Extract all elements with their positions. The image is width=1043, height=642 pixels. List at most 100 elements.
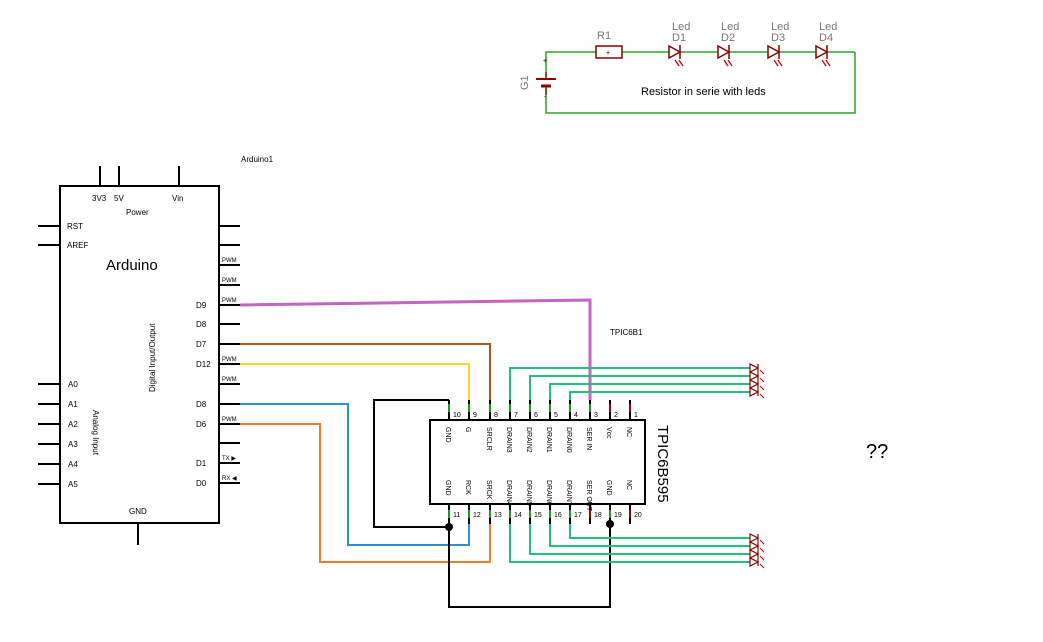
ic-pin-name: Vcc <box>605 427 612 439</box>
resistor-label: R1 <box>597 30 611 42</box>
battery-label: G1 <box>519 75 531 90</box>
circuit-wire <box>545 52 856 114</box>
ic-pin-number: 8 <box>494 412 498 419</box>
ic-pin-number: 14 <box>514 512 522 519</box>
pin-a2: A2 <box>68 420 78 429</box>
ic-pin-name: DRAIN3 <box>505 427 512 453</box>
ic-pin-number: 1 <box>634 412 638 419</box>
pin-a3: A3 <box>68 440 78 449</box>
pin-tag: RX ◀ <box>222 476 237 482</box>
ic-pin-name: DRAIN5 <box>525 480 532 506</box>
pin-d8: D8 <box>196 320 207 329</box>
wire-d6-srck <box>240 423 491 563</box>
wire-d8-rck <box>240 403 470 546</box>
ic-pin-name: NC <box>625 427 632 437</box>
pin-tag: PWM <box>222 298 237 304</box>
question-note: ?? <box>866 441 888 463</box>
pin-a1: A1 <box>68 400 78 409</box>
wire-drain-top <box>529 375 750 400</box>
led-array-bottom <box>749 533 765 569</box>
ic-pin-number: 11 <box>453 512 460 519</box>
pin-tag: PWM <box>222 377 237 383</box>
power-pin-vin: Vin <box>172 194 183 203</box>
led-type-label: Led <box>819 21 837 33</box>
wire-gnd-bottom <box>448 524 611 608</box>
pin-d6: D6 <box>196 420 207 429</box>
ic-pin-name: SER IN <box>585 427 592 450</box>
ic-pin-name: GND <box>605 480 612 496</box>
ic-pin-name: DRAIN2 <box>525 427 532 453</box>
pin-tag: TX ▶ <box>222 456 236 462</box>
battery-plus: + <box>543 58 547 65</box>
led-name-label: D4 <box>819 32 833 44</box>
led-array-top <box>749 363 765 399</box>
ic-pin-name: SRCK <box>485 480 492 500</box>
arduino-board: Arduino1 3V3 5V Vin Power RST AREF Ardui… <box>38 155 274 545</box>
ic-pin-number: 18 <box>594 512 602 519</box>
wire-drain-top <box>509 367 750 400</box>
pin-tag: PWM <box>222 258 237 264</box>
ic-pin-name: SER OUT <box>585 480 592 512</box>
pin-a5: A5 <box>68 480 78 489</box>
shift-register-body <box>429 419 646 505</box>
ic-pin-name: DRAIN4 <box>505 480 512 506</box>
svg-text:+: + <box>606 50 610 57</box>
shift-register-part: TPIC6B595 <box>654 425 671 503</box>
shift-register-instance: TPIC6B1 <box>610 328 643 337</box>
pin-d12: D12 <box>196 360 211 369</box>
ic-pin-name: DRAIN1 <box>545 427 552 453</box>
power-pin-3v3: 3V3 <box>92 194 107 203</box>
pin-d7: D7 <box>196 340 207 349</box>
wire-drain-bottom <box>529 524 750 555</box>
ic-pin-name: RCK <box>464 480 471 495</box>
pin-rst: RST <box>67 222 83 231</box>
pin-d1: D1 <box>196 459 207 468</box>
ic-pin-number: 7 <box>514 412 518 419</box>
pin-d9: D9 <box>196 301 207 310</box>
led-type-label: Led <box>721 21 739 33</box>
digital-io-label: Digital Input/Output <box>148 323 157 392</box>
wire-drain-bottom <box>569 524 750 539</box>
ic-pin-name: GND <box>444 427 451 443</box>
led-name-label: D2 <box>721 32 735 44</box>
led-type-label: Led <box>672 21 690 33</box>
pin-aref: AREF <box>67 241 88 250</box>
pin-tag: PWM <box>222 357 237 363</box>
wire-drain-bottom <box>509 524 750 563</box>
ic-pin-number: 16 <box>554 512 562 519</box>
pin-a0: A0 <box>68 380 78 389</box>
ic-pin-number: 17 <box>574 512 582 519</box>
arduino-title: Arduino <box>106 257 158 274</box>
analog-input-label: Analog Input <box>91 410 100 456</box>
ic-pin-number: 9 <box>473 412 477 419</box>
wire-gnd-loop <box>373 399 449 528</box>
wire-drain-top <box>549 383 750 400</box>
power-pin-5v: 5V <box>114 194 124 203</box>
ic-pin-name: DRAIN0 <box>565 427 572 453</box>
pin-tag: PWM <box>222 278 237 284</box>
battery-minus: - <box>544 94 547 101</box>
arduino-instance-label: Arduino1 <box>241 155 274 164</box>
power-label: Power <box>126 208 149 217</box>
ic-pin-number: 10 <box>453 412 461 419</box>
arduino-gnd-label: GND <box>129 507 147 516</box>
pin-d0: D0 <box>196 479 207 488</box>
pin-d8: D8 <box>196 400 207 409</box>
ic-pin-number: 20 <box>634 512 642 519</box>
shift-register: TPIC6B1 10GND9G8SRCLR7DRAIN36DRAIN25DRAI… <box>429 328 671 524</box>
ic-pin-number: 2 <box>614 412 618 419</box>
ic-pin-number: 19 <box>614 512 622 519</box>
wire-d9-serin <box>239 298 592 400</box>
ic-pin-number: 13 <box>494 512 502 519</box>
resistor-r1: + R1 <box>595 30 623 59</box>
ic-pin-name: NC <box>625 480 632 490</box>
ic-pin-name: DRAIN6 <box>545 480 552 506</box>
led-name-label: D1 <box>672 32 686 44</box>
wire-d7-srclr <box>240 343 491 400</box>
wire-d12-g <box>240 363 470 400</box>
